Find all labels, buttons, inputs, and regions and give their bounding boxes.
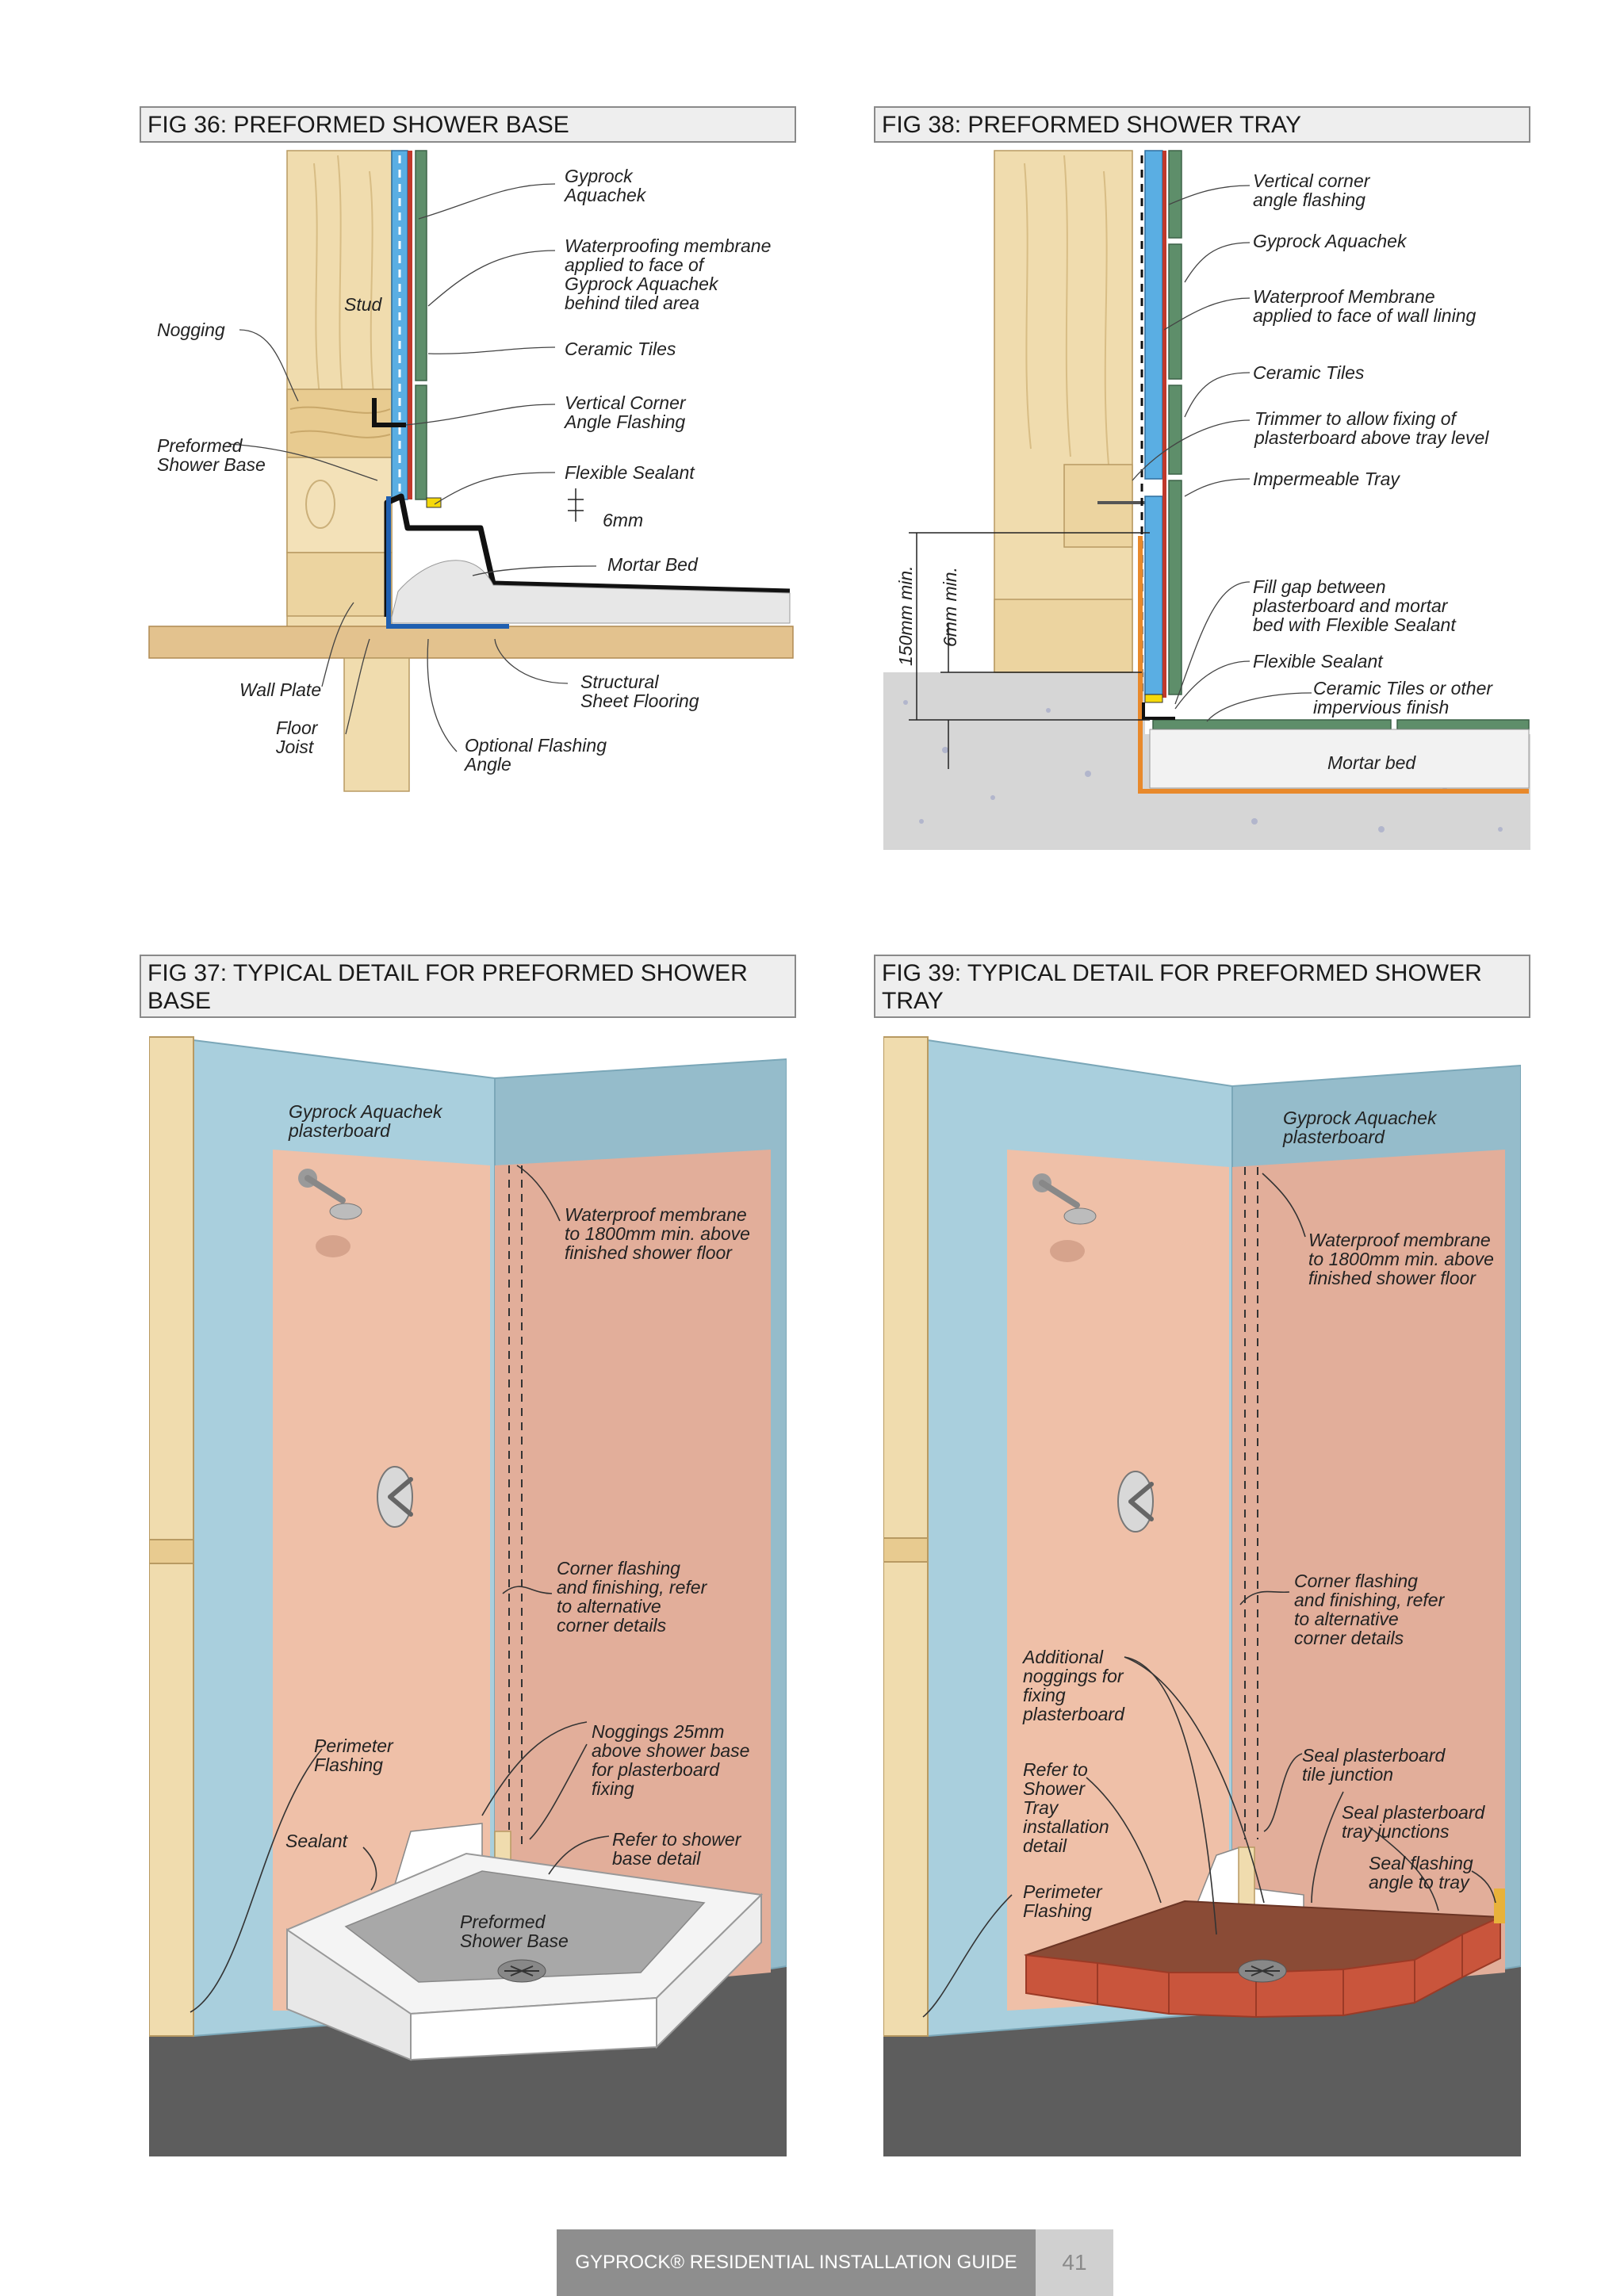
floor-joist	[343, 657, 410, 792]
waterproof-membrane-back	[495, 1150, 771, 1998]
nogging	[149, 1539, 194, 1564]
label-seal-plasterboard-tray: Seal plasterboard tray junctions	[1342, 1802, 1490, 1842]
label-perimeter-flashing: Perimeter Flashing	[314, 1735, 398, 1775]
floor-tile	[1152, 719, 1392, 730]
vertical-corner-angle-flashing	[1142, 702, 1175, 720]
tray-hob-tiles	[1025, 1915, 1501, 2019]
page-number: 41	[1036, 2229, 1113, 2296]
fig37-title: FIG 37: TYPICAL DETAIL FOR PREFORMED SHO…	[140, 955, 796, 1018]
gyprock-aquachek	[1144, 150, 1163, 480]
label-impermeable-tray: Impermeable Tray	[1253, 469, 1400, 489]
shower-head-icon	[298, 1169, 362, 1257]
label-structural-sheet-flooring: Structural Sheet Flooring	[580, 672, 699, 711]
structural-sheet-flooring	[148, 626, 794, 659]
fig39-illustration: Gyprock Aquachek plasterboard Waterproof…	[883, 1036, 1521, 2156]
label-ceramic-tiles-finish: Ceramic Tiles or other impervious finish	[1313, 678, 1497, 718]
label-ceramic-tiles: Ceramic Tiles	[565, 339, 676, 359]
fig38-title: FIG 38: PREFORMED SHOWER TRAY	[874, 106, 1530, 143]
nogging	[883, 1537, 929, 1563]
concrete-slab	[883, 672, 1145, 850]
shower-mixer-tap-icon	[1117, 1471, 1154, 1533]
flashing-angle	[1494, 1888, 1505, 1923]
label-6mm-min: 6mm min.	[940, 567, 960, 647]
label-refer-shower-base: Refer to shower base detail	[612, 1829, 746, 1869]
ceramic-tile	[415, 150, 427, 381]
label-mortar-bed: Mortar Bed	[607, 554, 699, 575]
label-corner-flashing: Corner flashing and finishing, refer to …	[1294, 1571, 1450, 1648]
waterproofing-membrane	[408, 151, 412, 499]
trimmer	[1063, 464, 1133, 548]
label-mortar-bed: Mortar bed	[1327, 752, 1416, 773]
label-gyprock-aquachek-plasterboard: Gyprock Aquachek plasterboard	[288, 1101, 447, 1141]
mortar-bed	[391, 560, 791, 624]
ceramic-tile	[1168, 150, 1182, 239]
label-150mm-min: 150mm min.	[895, 565, 916, 666]
label-waterproof-membrane: Waterproof Membrane applied to face of w…	[1253, 286, 1476, 326]
waterproof-membrane-back	[1232, 1150, 1505, 1998]
fig38-section-drawing: Vertical corner angle flashing Gyprock A…	[883, 150, 1530, 850]
fig39-title-line1: FIG 39: TYPICAL DETAIL FOR PREFORMED SHO…	[882, 960, 1482, 986]
stud	[149, 1036, 194, 2037]
label-waterproof-membrane: Waterproof membrane to 1800mm min. above…	[1308, 1230, 1499, 1288]
label-fill-gap: Fill gap between plasterboard and mortar…	[1252, 576, 1457, 635]
optional-flashing-angle	[386, 496, 509, 629]
floor-tile	[1396, 719, 1530, 730]
floor-waste-icon	[1238, 1959, 1287, 1983]
label-waterproof-membrane: Waterproof membrane to 1800mm min. above…	[565, 1204, 755, 1263]
label-trimmer: Trimmer to allow fixing of plasterboard …	[1254, 408, 1489, 448]
fig36-section-drawing: Gyprock Aquachek Waterproofing membrane …	[148, 150, 794, 792]
label-floor-joist: Floor Joist	[275, 718, 323, 757]
label-seal-plasterboard-tile: Seal plasterboard tile junction	[1302, 1745, 1450, 1785]
impermeable-tray	[1138, 536, 1529, 794]
label-vertical-corner-angle-flashing: Vertical Corner Angle Flashing	[563, 392, 691, 432]
fig39-title: FIG 39: TYPICAL DETAIL FOR PREFORMED SHO…	[874, 955, 1530, 1018]
label-6mm: 6mm	[603, 510, 643, 530]
fig37-title-line2: BASE	[147, 988, 212, 1014]
label-wall-plate: Wall Plate	[239, 679, 321, 700]
label-additional-noggings: Additional noggings for fixing plasterbo…	[1021, 1647, 1128, 1724]
label-flexible-sealant: Flexible Sealant	[1253, 651, 1384, 672]
label-refer-shower-tray: Refer to Shower Tray installation detail	[1023, 1759, 1114, 1856]
label-gyprock-aquachek: Gyprock Aquachek	[563, 166, 647, 205]
fig36-title: FIG 36: PREFORMED SHOWER BASE	[140, 106, 796, 143]
shower-head-icon	[1032, 1173, 1097, 1262]
label-seal-flashing-angle: Seal flashing angle to tray	[1369, 1853, 1478, 1892]
label-stud: Stud	[344, 294, 383, 315]
label-noggings: Noggings 25mm above shower base for plas…	[592, 1721, 755, 1799]
ceramic-tile	[1168, 385, 1182, 475]
label-vertical-corner-angle-flashing: Vertical corner angle flashing	[1253, 170, 1375, 210]
fig39-title-line2: TRAY	[882, 988, 944, 1014]
stud	[883, 1036, 929, 2037]
waterproof-membrane-left	[1007, 1150, 1229, 2011]
page-footer: GYPROCK® RESIDENTIAL INSTALLATION GUIDE …	[557, 2229, 1113, 2296]
label-ceramic-tiles: Ceramic Tiles	[1253, 362, 1365, 383]
floor-waste-icon	[497, 1959, 546, 1983]
label-preformed-shower-base: Preformed Shower Base	[157, 435, 266, 475]
vertical-corner-angle-flashing	[372, 398, 406, 427]
label-waterproofing-membrane: Waterproofing membrane applied to face o…	[565, 235, 776, 313]
label-gyprock-aquachek: Gyprock Aquachek	[1253, 231, 1408, 251]
ceramic-tile	[1168, 243, 1182, 380]
stud	[994, 150, 1133, 673]
waterproof-membrane-left	[273, 1150, 490, 2011]
label-preformed-shower-base: Preformed Shower Base	[460, 1911, 569, 1951]
flexible-sealant	[1144, 694, 1163, 703]
label-gyprock-aquachek-plasterboard: Gyprock Aquachek plasterboard	[1282, 1108, 1442, 1147]
ceramic-tile	[415, 385, 427, 500]
fig37-title-line1: FIG 37: TYPICAL DETAIL FOR PREFORMED SHO…	[147, 960, 748, 986]
label-optional-flashing-angle: Optional Flashing Angle	[463, 735, 611, 775]
label-perimeter-flashing: Perimeter Flashing	[1023, 1881, 1107, 1921]
label-nogging: Nogging	[157, 320, 225, 340]
footer-guide-title: GYPROCK® RESIDENTIAL INSTALLATION GUIDE	[557, 2229, 1036, 2296]
label-sealant: Sealant	[285, 1831, 349, 1851]
fig37-illustration: Gyprock Aquachek plasterboard Waterproof…	[149, 1036, 787, 2156]
waterproof-membrane	[1162, 151, 1166, 698]
wall-plate	[286, 552, 393, 617]
label-flexible-sealant: Flexible Sealant	[565, 462, 695, 483]
flexible-sealant	[426, 497, 442, 508]
mortar-bed	[1149, 729, 1530, 789]
label-corner-flashing: Corner flashing and finishing, refer to …	[557, 1558, 712, 1636]
ceramic-tile	[1168, 480, 1182, 695]
shower-mixer-tap-icon	[377, 1466, 413, 1528]
